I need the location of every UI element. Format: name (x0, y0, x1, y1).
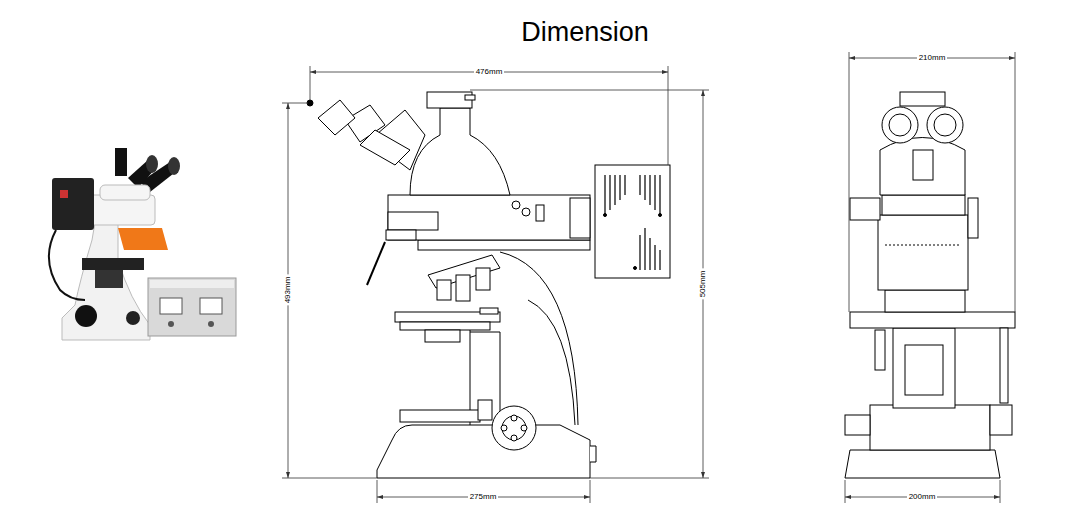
microscope-photo (49, 148, 236, 340)
dimension-label: 505mm (698, 269, 708, 300)
dimension-label: 210mm (917, 53, 948, 63)
front-view-drawing (845, 92, 1015, 478)
dimension-label: 275mm (468, 492, 499, 502)
dimension-label: 200mm (907, 492, 938, 502)
side-view-drawing (307, 92, 670, 478)
heading: Dimension (521, 17, 649, 48)
dimension-label: 493mm (283, 275, 293, 306)
dimension-label: 476mm (474, 67, 505, 77)
dimension-lines (282, 52, 1015, 503)
